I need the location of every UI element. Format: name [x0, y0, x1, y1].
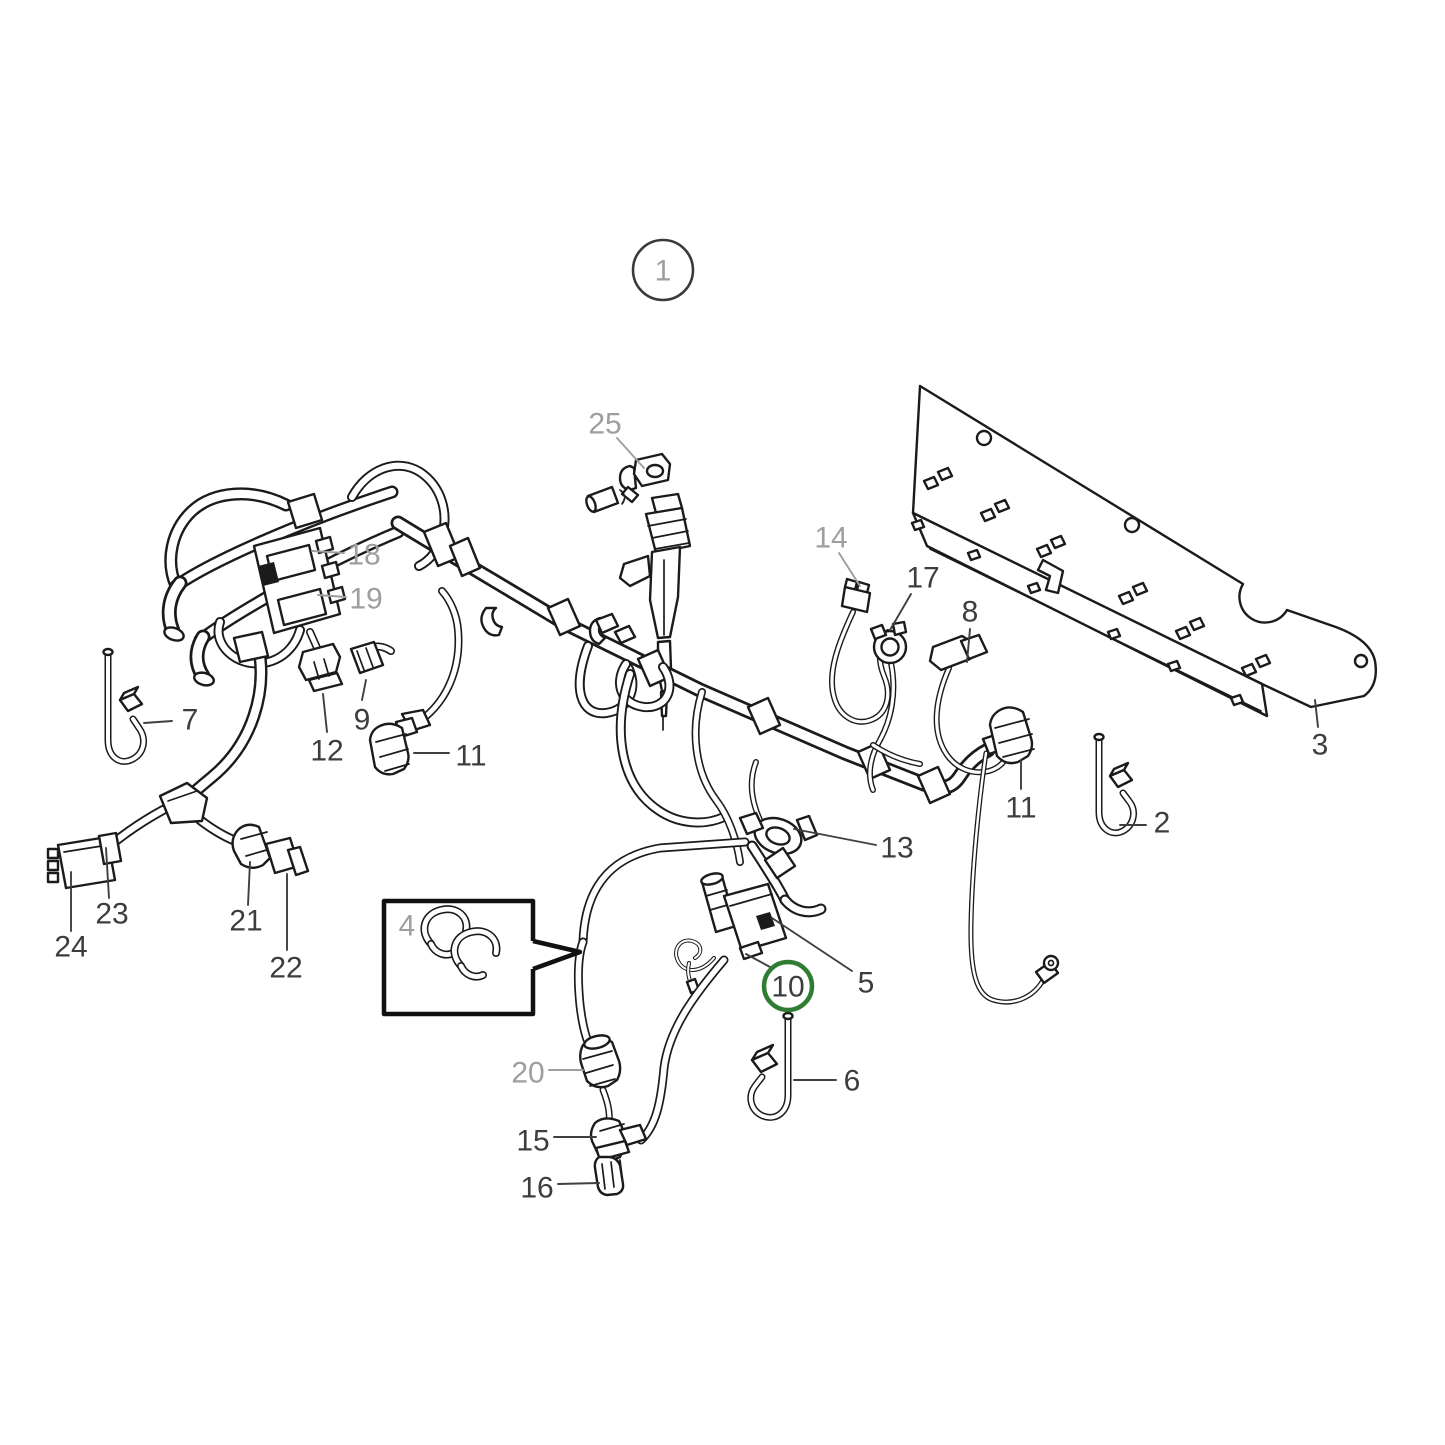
callout-number-11b[interactable]: 11	[1005, 792, 1036, 825]
fitting-20	[579, 1034, 622, 1089]
callout-number-18[interactable]: 18	[347, 539, 380, 572]
callout-number-20[interactable]: 20	[511, 1057, 544, 1090]
callout-number-5[interactable]: 5	[858, 967, 875, 1000]
callout-14[interactable]: 14	[814, 522, 861, 587]
leader-line-17	[889, 593, 912, 631]
leader-line-18	[311, 550, 345, 554]
connector-9	[349, 640, 395, 675]
ring-terminal-cable	[968, 750, 1060, 1005]
leader-line-8	[966, 628, 971, 663]
callout-12[interactable]: 12	[310, 693, 344, 768]
callout-23[interactable]: 23	[95, 847, 129, 931]
callout-number-9[interactable]: 9	[354, 704, 371, 737]
connector-22	[264, 836, 310, 877]
callout-17[interactable]: 17	[889, 562, 940, 631]
mounting-bracket-plate	[910, 384, 1378, 718]
y-splitter-cable	[46, 781, 310, 890]
connector-11-left	[368, 587, 463, 776]
callout-number-11a[interactable]: 11	[455, 740, 486, 773]
hook-clip-2	[1093, 732, 1138, 837]
callout-13[interactable]: 13	[793, 828, 914, 865]
callout-11a[interactable]: 11	[413, 740, 487, 773]
leader-line-14	[838, 552, 861, 587]
callout-number-7[interactable]: 7	[182, 704, 199, 737]
callout-16[interactable]: 16	[520, 1172, 600, 1205]
leader-line-7	[143, 720, 173, 724]
hook-clip-7	[102, 647, 148, 765]
callout-number-10[interactable]: 10	[771, 971, 804, 1004]
connector-11-right	[981, 706, 1035, 765]
injector-clamp-25	[585, 452, 672, 514]
callout-number-21[interactable]: 21	[229, 905, 262, 938]
callout-number-1[interactable]: 1	[655, 255, 672, 288]
bottom-loop-harness	[573, 937, 729, 1197]
callout-3[interactable]: 3	[1312, 699, 1329, 762]
callout-7[interactable]: 7	[143, 704, 199, 737]
connector-block-18-19	[252, 526, 347, 635]
leader-line-10	[745, 953, 771, 968]
leader-line-5	[771, 917, 853, 972]
leader-line-23	[105, 847, 110, 899]
sensor-13	[738, 811, 819, 856]
leader-line-13	[793, 828, 877, 846]
callout-24[interactable]: 24	[54, 871, 88, 964]
callout-number-8[interactable]: 8	[962, 596, 979, 629]
leader-line-12	[322, 693, 328, 733]
fitting-16	[593, 1139, 631, 1197]
callout-number-3[interactable]: 3	[1312, 729, 1329, 762]
callout-number-24[interactable]: 24	[54, 931, 87, 964]
connector-21	[231, 823, 272, 869]
callout-number-15[interactable]: 15	[516, 1125, 549, 1158]
callout-8[interactable]: 8	[962, 596, 979, 663]
hook-clip-6	[747, 1011, 794, 1121]
leader-line-25	[616, 437, 645, 469]
callout-2[interactable]: 2	[1119, 807, 1171, 840]
callout-number-14[interactable]: 14	[814, 522, 847, 555]
leader-line-9	[361, 679, 367, 701]
inset-box-4	[381, 898, 583, 1017]
connector-17	[866, 620, 923, 793]
callout-number-4[interactable]: 4	[399, 910, 416, 943]
callout-number-22[interactable]: 22	[269, 952, 302, 985]
callout-number-23[interactable]: 23	[95, 898, 128, 931]
callout-number-16[interactable]: 16	[520, 1172, 553, 1205]
highlight-circle	[761, 959, 815, 1013]
band-23	[97, 831, 123, 866]
callout-18[interactable]: 18	[311, 539, 381, 572]
harness-loops	[574, 641, 763, 866]
callout-number-19[interactable]: 19	[349, 583, 382, 616]
callout-20[interactable]: 20	[511, 1057, 584, 1090]
callout-11b[interactable]: 11	[1005, 759, 1037, 825]
callout-number-25[interactable]: 25	[588, 408, 621, 441]
bracket-slot-pairs	[922, 466, 1272, 678]
callout-22[interactable]: 22	[269, 873, 303, 985]
callout-number-6[interactable]: 6	[844, 1065, 861, 1098]
callout-19[interactable]: 19	[317, 583, 383, 616]
callout-21[interactable]: 21	[229, 861, 263, 938]
callout-number-2[interactable]: 2	[1154, 807, 1171, 840]
assembly-circle	[631, 238, 695, 302]
leader-line-3	[1314, 699, 1319, 728]
leader-line-16	[557, 1182, 600, 1185]
callout-25[interactable]: 25	[588, 408, 645, 469]
callout-1[interactable]: 1	[631, 238, 695, 302]
callout-4[interactable]: 4	[399, 910, 416, 943]
callout-number-17[interactable]: 17	[906, 562, 939, 595]
control-unit-5	[578, 837, 827, 961]
fitting-12	[297, 628, 344, 693]
callout-6[interactable]: 6	[793, 1065, 861, 1098]
callout-5[interactable]: 5	[771, 917, 875, 1000]
leader-line-21	[247, 861, 251, 906]
callout-15[interactable]: 15	[516, 1125, 597, 1158]
wire-14	[828, 577, 891, 725]
callout-number-12[interactable]: 12	[310, 735, 343, 768]
bracket-flange-slots	[910, 518, 1245, 707]
leader-line-19	[317, 594, 347, 598]
callout-9[interactable]: 9	[354, 679, 371, 737]
callout-10[interactable]: 10	[745, 953, 815, 1013]
callout-number-13[interactable]: 13	[880, 832, 913, 865]
retainer-clips	[420, 905, 501, 981]
